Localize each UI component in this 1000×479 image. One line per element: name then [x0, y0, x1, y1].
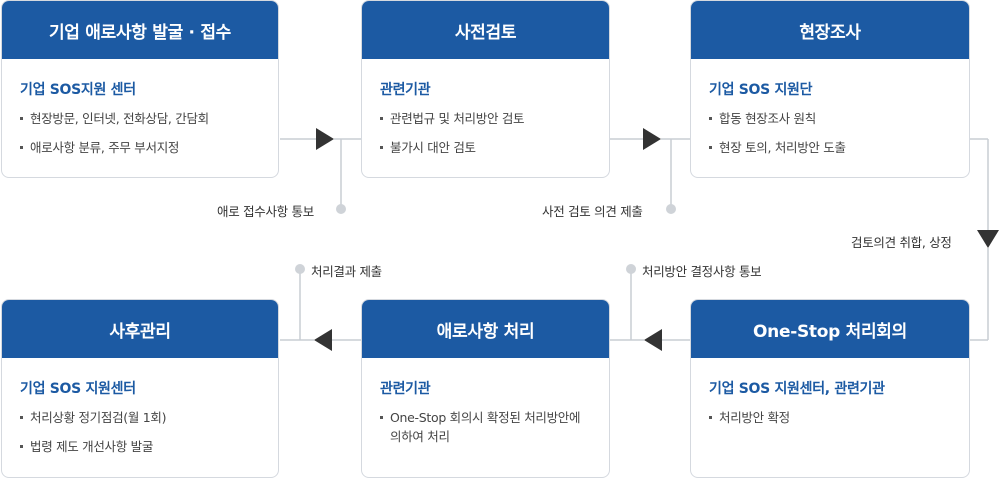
arrow-down	[977, 230, 999, 248]
step-title: 사후관리	[2, 300, 278, 358]
dot-notify-decision	[626, 264, 636, 274]
list-item: 법령 제도 개선사항 발굴	[20, 437, 260, 456]
label-submit-result: 처리결과 제출	[311, 264, 382, 279]
step-org: 관련기관	[380, 82, 431, 98]
label-collect-opinion: 검토의견 취합, 상정	[851, 235, 952, 250]
label-notify-decision: 처리방안 결정사항 통보	[642, 264, 762, 279]
dot-notify-intake	[336, 204, 346, 214]
list-item: 처리방안 확정	[709, 408, 951, 427]
step-title: 사전검토	[362, 1, 609, 59]
step-org: 기업 SOS지원 센터	[20, 82, 136, 98]
list-item: 처리상황 정기점검(월 1회)	[20, 408, 260, 427]
step-org: 기업 SOS 지원센터, 관련기관	[709, 381, 885, 397]
step-card-field-survey: 현장조사 기업 SOS 지원단 합동 현장조사 원칙 현장 토의, 처리방안 도…	[690, 0, 970, 178]
step-org: 기업 SOS 지원센터	[20, 381, 136, 397]
step-title: 애로사항 처리	[362, 300, 609, 358]
label-submit-review: 사전 검토 의견 제출	[542, 204, 643, 219]
step-title: One-Stop 처리회의	[691, 300, 969, 358]
list-item: 현장방문, 인터넷, 전화상담, 간담회	[20, 109, 260, 128]
step-title: 현장조사	[691, 1, 969, 59]
step-card-pre-review: 사전검토 관련기관 관련법규 및 처리방안 검토 불가시 대안 검토	[361, 0, 610, 178]
list-item: One-Stop 회의시 확정된 처리방안에 의하여 처리	[380, 408, 591, 446]
step-card-processing: 애로사항 처리 관련기관 One-Stop 회의시 확정된 처리방안에 의하여 …	[361, 299, 610, 478]
arrow-right-2	[643, 128, 661, 150]
dot-submit-review	[666, 204, 676, 214]
list-item: 현장 토의, 처리방안 도출	[709, 138, 951, 157]
arrow-left-2	[314, 329, 332, 351]
step-card-follow-up: 사후관리 기업 SOS 지원센터 처리상황 정기점검(월 1회) 법령 제도 개…	[1, 299, 279, 478]
arrow-right-1	[316, 128, 334, 150]
step-card-intake: 기업 애로사항 발굴 · 접수 기업 SOS지원 센터 현장방문, 인터넷, 전…	[1, 0, 279, 178]
list-item: 합동 현장조사 원칙	[709, 109, 951, 128]
dot-submit-result	[295, 264, 305, 274]
label-notify-intake: 애로 접수사항 통보	[217, 204, 314, 219]
list-item: 불가시 대안 검토	[380, 138, 591, 157]
step-title: 기업 애로사항 발굴 · 접수	[2, 1, 278, 59]
step-org: 기업 SOS 지원단	[709, 82, 813, 98]
list-item: 애로사항 분류, 주무 부서지정	[20, 138, 260, 157]
arrow-left-1	[644, 329, 662, 351]
list-item: 관련법규 및 처리방안 검토	[380, 109, 591, 128]
step-card-one-stop-meeting: One-Stop 처리회의 기업 SOS 지원센터, 관련기관 처리방안 확정	[690, 299, 970, 478]
step-org: 관련기관	[380, 381, 431, 397]
